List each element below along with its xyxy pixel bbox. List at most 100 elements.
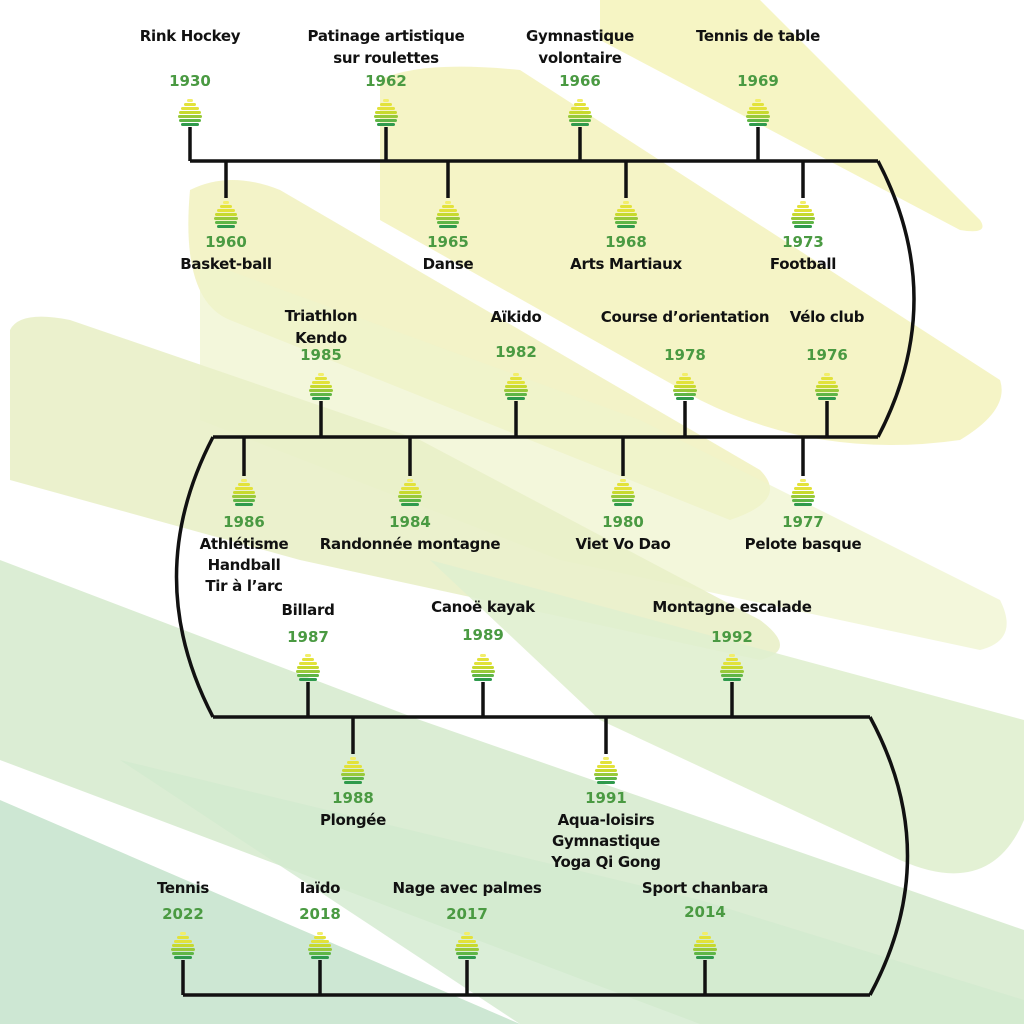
event-label: Aqua-loisirs xyxy=(557,811,655,829)
event-label: Basket-ball xyxy=(180,255,272,273)
event-year: 1980 xyxy=(602,513,644,531)
tree-icon-stripe xyxy=(676,381,694,384)
tree-icon-stripe xyxy=(620,205,632,208)
event-year: 2014 xyxy=(684,903,726,921)
tree-icon-stripe xyxy=(398,495,422,498)
tree-icon-stripe xyxy=(309,944,331,947)
tree-icon-stripe xyxy=(597,781,615,784)
event-year: 1969 xyxy=(737,72,779,90)
tree-icon xyxy=(231,477,257,507)
tree-icon-stripe xyxy=(187,99,193,102)
tree-icon xyxy=(719,652,745,682)
tree-icon-stripe xyxy=(821,377,833,380)
event-year: 1977 xyxy=(782,513,824,531)
tree-icon xyxy=(435,199,461,229)
tree-icon-stripe xyxy=(674,393,696,396)
tree-icon-stripe xyxy=(682,373,688,376)
tree-icon-stripe xyxy=(720,670,744,673)
tree-icon-stripe xyxy=(174,956,192,959)
event-label: Handball xyxy=(207,556,281,574)
tree-icon-stripe xyxy=(577,99,583,102)
tree-icon xyxy=(213,199,239,229)
event-label: Kendo xyxy=(295,329,347,347)
timeline-curve-right-2 xyxy=(868,716,910,996)
tree-icon-stripe xyxy=(374,115,398,118)
tree-icon-stripe xyxy=(235,503,253,506)
event-label: Patinage artistique xyxy=(307,27,465,45)
event-year: 1985 xyxy=(300,346,342,364)
tree-icon-stripe xyxy=(217,225,235,228)
tree-icon-stripe xyxy=(569,111,591,114)
tree-icon-stripe xyxy=(824,373,830,376)
tree-icon-stripe xyxy=(458,956,476,959)
event-year: 1965 xyxy=(427,233,469,251)
tree-icon-stripe xyxy=(456,952,478,955)
event-label: Athlétisme xyxy=(199,535,289,553)
tree-icon-stripe xyxy=(399,491,421,494)
event-label: Nage avec palmes xyxy=(392,879,542,897)
tree-icon-stripe xyxy=(181,123,199,126)
tree-icon-stripe xyxy=(241,479,247,482)
tree-icon-stripe xyxy=(792,221,814,224)
tree-icon-stripe xyxy=(568,115,592,118)
tree-icon-stripe xyxy=(299,678,317,681)
tree-icon-stripe xyxy=(312,381,330,384)
event-label: Canoë kayak xyxy=(431,598,535,616)
tree-icon xyxy=(790,199,816,229)
tree-icon-stripe xyxy=(721,674,743,677)
tree-icon xyxy=(672,371,698,401)
tree-icon-stripe xyxy=(623,201,629,204)
tree-icon xyxy=(177,97,203,127)
tree-icon xyxy=(295,652,321,682)
tree-icon-stripe xyxy=(791,217,815,220)
bg-band xyxy=(0,560,1024,1024)
tree-icon-stripe xyxy=(309,389,333,392)
tree-icon xyxy=(397,477,423,507)
tree-icon-stripe xyxy=(223,201,229,204)
tree-icon xyxy=(613,199,639,229)
tree-icon-stripe xyxy=(702,932,708,935)
tree-icon-stripe xyxy=(612,491,634,494)
tree-icon-stripe xyxy=(676,397,694,400)
bg-band xyxy=(600,0,983,232)
event-year: 1986 xyxy=(223,513,265,531)
tree-icon xyxy=(745,97,771,127)
event-label: Arts Martiaux xyxy=(570,255,682,273)
tree-icon-stripe xyxy=(694,944,716,947)
tree-icon-stripe xyxy=(792,213,814,216)
tree-icon-stripe xyxy=(504,389,528,392)
tree-icon-stripe xyxy=(178,115,202,118)
tree-icon-stripe xyxy=(797,205,809,208)
tree-icon-stripe xyxy=(171,948,195,951)
tree-icon-stripe xyxy=(179,111,201,114)
event-label: Billard xyxy=(281,601,335,619)
event-label: Plongée xyxy=(319,811,387,829)
tree-icon-stripe xyxy=(184,103,196,106)
event-year: 1968 xyxy=(605,233,647,251)
tree-icon xyxy=(503,371,529,401)
tree-icon-stripe xyxy=(464,932,470,935)
event-year: 1984 xyxy=(389,513,431,531)
tree-icon xyxy=(307,930,333,960)
tree-icon-stripe xyxy=(513,373,519,376)
tree-icon-stripe xyxy=(310,393,332,396)
tree-icon-stripe xyxy=(816,385,838,388)
event-year: 1973 xyxy=(782,233,824,251)
tree-icon-stripe xyxy=(312,397,330,400)
tree-icon xyxy=(610,477,636,507)
event-year: 1976 xyxy=(806,346,848,364)
tree-icon xyxy=(454,930,480,960)
tree-icon-stripe xyxy=(617,209,635,212)
tree-icon xyxy=(790,477,816,507)
tree-icon-stripe xyxy=(297,674,319,677)
event-label: Gymnastique xyxy=(525,27,635,45)
event-year: 1987 xyxy=(287,628,329,646)
tree-icon-stripe xyxy=(800,479,806,482)
tree-icon-stripe xyxy=(179,119,201,122)
tree-icon-stripe xyxy=(794,209,812,212)
tree-icon-stripe xyxy=(696,956,714,959)
tree-icon-stripe xyxy=(344,781,362,784)
event-label: Football xyxy=(769,255,837,273)
tree-icon-stripe xyxy=(342,777,364,780)
